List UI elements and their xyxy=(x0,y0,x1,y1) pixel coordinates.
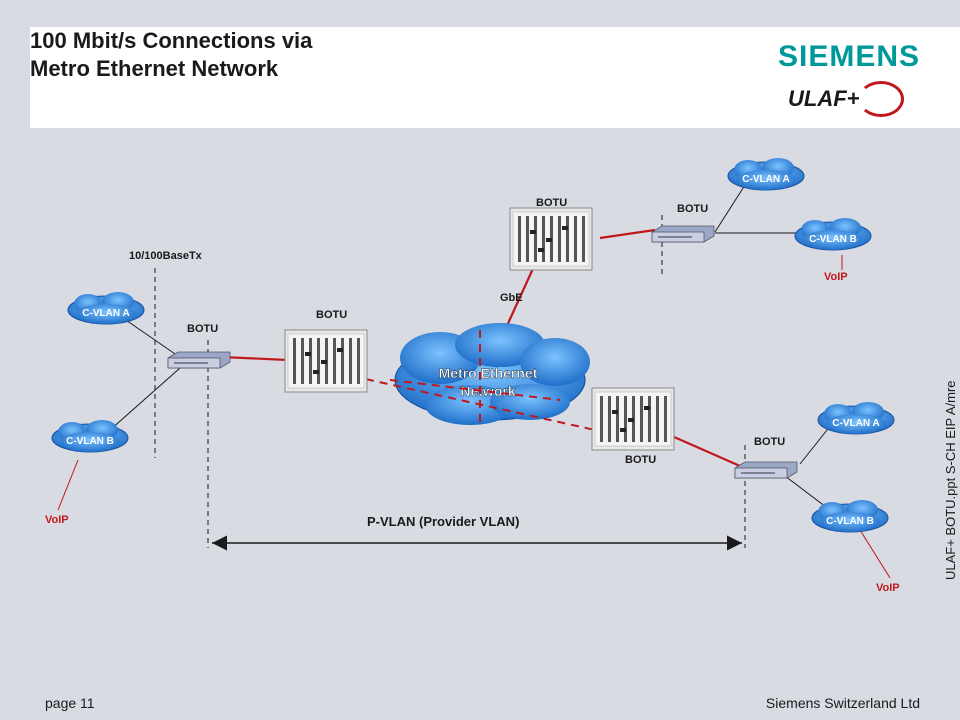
botu-label-top-rack: BOTU xyxy=(536,197,568,209)
uplink-top-right xyxy=(599,228,656,240)
botu-unit-top-right xyxy=(651,225,715,243)
page-title: 100 Mbit/s Connections via Metro Etherne… xyxy=(30,27,312,83)
red-uplinks xyxy=(221,228,741,468)
voip-line-bottom xyxy=(859,529,891,579)
uplink-bottom-right xyxy=(664,431,741,468)
botu-rack-right xyxy=(591,387,675,451)
title-line-1: 100 Mbit/s Connections via xyxy=(30,28,313,53)
page-number: page 11 xyxy=(45,695,95,711)
link-cvlan-b-bottom xyxy=(784,475,831,511)
cvlan-b-cloud-left: C-VLAN B xyxy=(51,419,129,453)
botu-label-bottom-rack: BOTU xyxy=(625,454,657,466)
gbe-label: GbE xyxy=(500,292,523,304)
uplink-left xyxy=(221,355,289,362)
cvlan-a-label-top: C-VLAN A xyxy=(742,174,789,185)
voip-line-left xyxy=(57,459,79,511)
botu-label-bottom-unit: BOTU xyxy=(754,436,786,448)
botu-unit-bottom-right xyxy=(734,461,798,479)
company-name: Siemens Switzerland Ltd xyxy=(765,695,920,711)
header-band xyxy=(30,27,960,128)
cvlan-a-label-left: C-VLAN A xyxy=(82,308,129,319)
pvlan-label: P-VLAN (Provider VLAN) xyxy=(367,514,520,529)
voip-label-top: VoIP xyxy=(824,271,848,283)
metro-ethernet-cloud: Metro Ethernet Network xyxy=(394,323,590,425)
side-file-text: ULAF+ BOTU.ppt S-CH EIP A/mre xyxy=(943,380,958,580)
botu-label-left-rack: BOTU xyxy=(316,309,348,321)
voip-label-left: VoIP xyxy=(45,514,69,526)
botu-unit-left xyxy=(167,351,231,369)
cvlan-b-label-bottom: C-VLAN B xyxy=(826,516,874,527)
botu-rack-top xyxy=(509,207,593,271)
botu-label-left-unit: BOTU xyxy=(187,323,219,335)
interface-label: 10/100BaseTx xyxy=(129,250,202,262)
siemens-logo: SIEMENS xyxy=(777,40,920,73)
boundary-lines xyxy=(154,215,746,548)
cvlan-b-label-left: C-VLAN B xyxy=(66,436,114,447)
logical-path-diagonal xyxy=(324,369,641,441)
logical-paths xyxy=(324,330,641,441)
cvlan-a-cloud-left: C-VLAN A xyxy=(67,291,145,325)
link-cvlan-b-left xyxy=(109,367,181,431)
logical-path-inner xyxy=(389,379,561,401)
cvlan-a-cloud-bottom: C-VLAN A xyxy=(817,401,895,435)
voip-links xyxy=(57,255,891,579)
cvlan-b-label-top: C-VLAN B xyxy=(809,234,857,245)
customer-links xyxy=(109,184,836,511)
title-line-2: Metro Ethernet Network xyxy=(30,56,279,81)
cvlan-b-cloud-bottom: C-VLAN B xyxy=(811,499,889,533)
ulaf-logo: ULAF+ xyxy=(788,86,860,111)
cloud-label-line-1: Metro Ethernet xyxy=(439,365,538,381)
botu-rack-left xyxy=(284,329,368,393)
gbe-link xyxy=(503,261,538,331)
botu-label-top-unit: BOTU xyxy=(677,203,709,215)
cvlan-a-cloud-top: C-VLAN A xyxy=(727,157,805,191)
voip-label-bottom: VoIP xyxy=(876,582,900,594)
ulaf-logo-ring xyxy=(858,81,904,117)
cvlan-a-label-bottom: C-VLAN A xyxy=(832,418,879,429)
link-cvlan-a-top xyxy=(714,184,746,233)
link-cvlan-a-left xyxy=(119,315,179,357)
cvlan-b-cloud-top: C-VLAN B xyxy=(794,217,872,251)
